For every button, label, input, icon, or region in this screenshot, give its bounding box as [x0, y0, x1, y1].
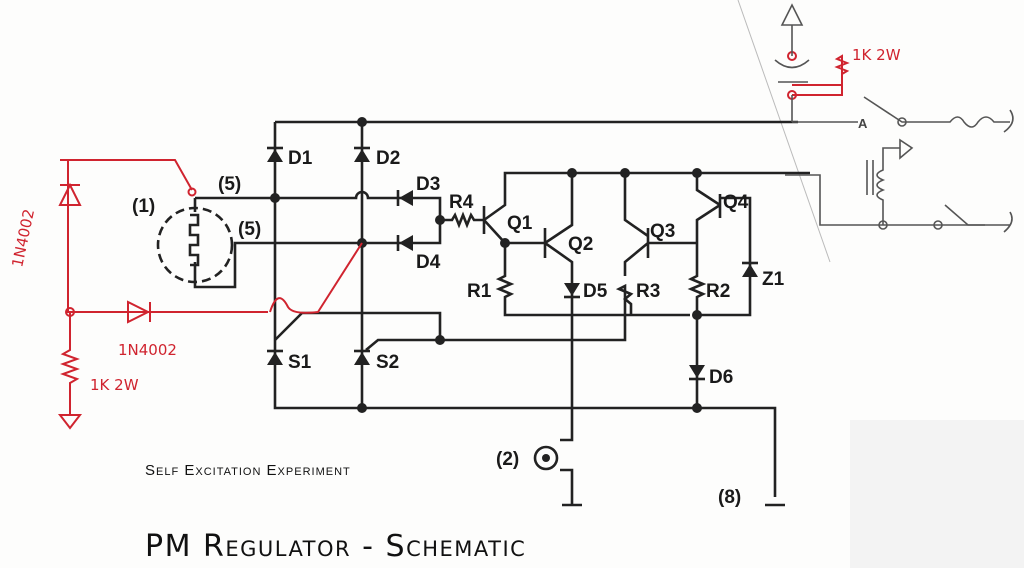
- terminal-1: (1): [132, 196, 155, 217]
- pencil-sketch: [774, 3, 1014, 233]
- annotation-resistor-top: 1K 2W: [852, 46, 901, 64]
- diodes: [265, 146, 760, 381]
- label-d4: D4: [416, 252, 441, 273]
- label-d5: D5: [583, 281, 608, 302]
- paper-edge: [737, 0, 831, 263]
- label-d6: D6: [709, 367, 733, 388]
- label-q3: Q3: [650, 221, 675, 242]
- annotation-resistor-left: 1K 2W: [90, 376, 139, 394]
- label-d2: D2: [376, 148, 400, 169]
- terminal-5b: (5): [238, 219, 261, 240]
- switch-marker: A: [858, 116, 868, 131]
- annotation-diode-left: 1N4002: [8, 207, 38, 268]
- label-r3: R3: [636, 281, 660, 302]
- junction-dots: [270, 117, 702, 413]
- page-title: PM Regulator - Schematic: [145, 529, 526, 564]
- terminal-5a: (5): [218, 174, 241, 195]
- label-q4: Q4: [723, 192, 749, 213]
- label-r4: R4: [449, 192, 474, 213]
- subtitle: Self Excitation Experiment: [145, 462, 351, 479]
- label-r1: R1: [467, 281, 492, 302]
- main-wiring: [156, 120, 810, 507]
- label-s2: S2: [376, 352, 399, 373]
- label-z1: Z1: [762, 269, 785, 290]
- red-annotations: [57, 51, 850, 430]
- faded-background: [850, 420, 1024, 568]
- label-d1: D1: [288, 148, 313, 169]
- terminal-2: (2): [496, 449, 519, 470]
- annotation-diode-bottom: 1N4002: [118, 341, 177, 359]
- label-d3: D3: [416, 174, 440, 195]
- label-q2: Q2: [568, 234, 593, 255]
- label-s1: S1: [288, 352, 312, 373]
- label-r2: R2: [706, 281, 730, 302]
- terminal-8: (8): [718, 487, 741, 508]
- label-q1: Q1: [507, 213, 533, 234]
